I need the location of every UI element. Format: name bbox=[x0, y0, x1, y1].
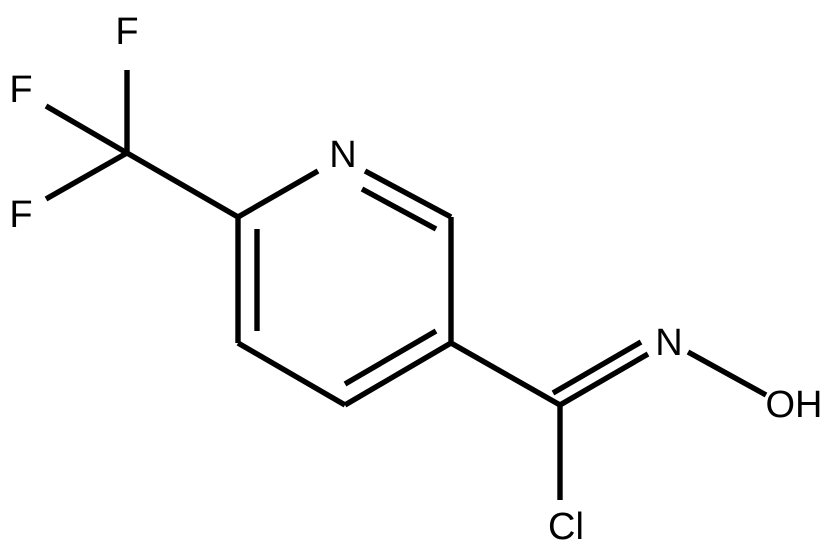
trifluoromethyl-group bbox=[44, 70, 240, 220]
bond-cf3-ring bbox=[125, 150, 240, 220]
bond-n1-c2-inner bbox=[360, 186, 438, 232]
fluorine-label-left: F bbox=[9, 69, 32, 111]
pyridine-ring bbox=[235, 168, 454, 408]
bond-c-n-double-a bbox=[558, 351, 650, 408]
ring-nitrogen-label: N bbox=[329, 134, 356, 176]
fluorine-label-bottom: F bbox=[9, 194, 32, 236]
bond-n1-c2 bbox=[363, 168, 453, 220]
fluorine-label-top: F bbox=[115, 11, 138, 53]
bond-c-f-bottom bbox=[44, 150, 129, 202]
bond-c4-c5 bbox=[236, 340, 347, 408]
bond-c-n-double-b bbox=[551, 339, 643, 396]
bond-c-f-left bbox=[44, 103, 129, 156]
bond-n-o bbox=[686, 349, 768, 398]
bond-c3-c4-inner bbox=[343, 328, 438, 387]
bond-c6-n1 bbox=[236, 168, 320, 220]
bond-c3-c4 bbox=[343, 340, 453, 408]
bond-ring-c bbox=[449, 340, 562, 408]
hydroxyl-label: OH bbox=[766, 384, 823, 426]
oxime-nitrogen-label: N bbox=[655, 322, 682, 364]
hydroximoyl-chloride-group bbox=[449, 339, 768, 500]
chlorine-label: Cl bbox=[548, 506, 584, 548]
